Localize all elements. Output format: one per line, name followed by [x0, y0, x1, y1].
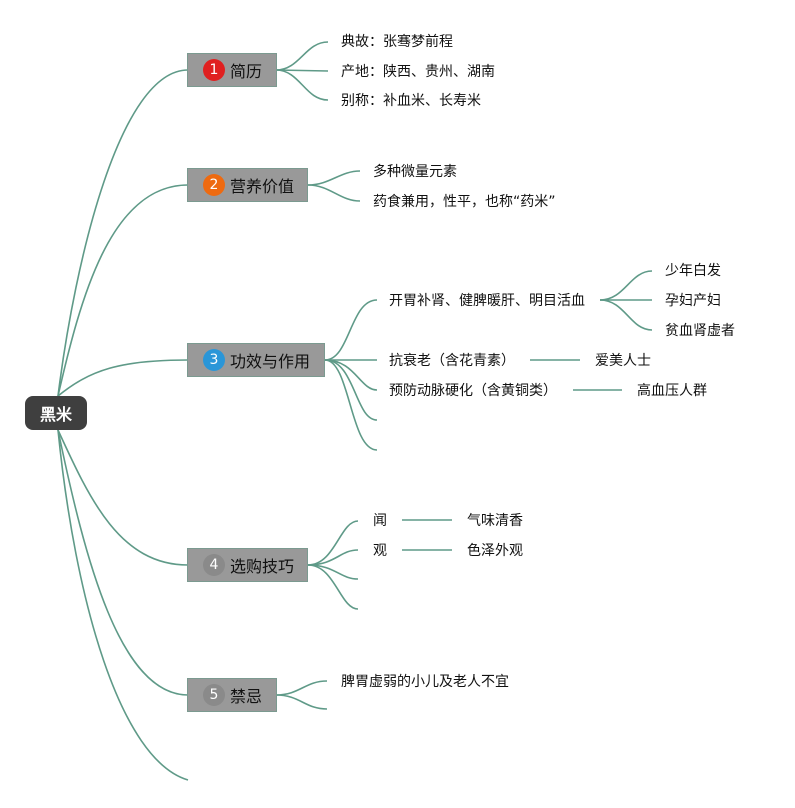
branch-label-5: 禁忌 [230, 687, 263, 706]
leaf-1-2[interactable]: 产地：陕西、贵州、湖南 [341, 64, 495, 80]
leaf-4-1[interactable]: 闻 [373, 513, 387, 529]
leaf-4-2[interactable]: 观 [373, 543, 387, 559]
branch-node-3[interactable]: 3 功效与作用 [187, 343, 325, 377]
number-badge-1: 1 [203, 59, 225, 81]
leaf-3-2[interactable]: 抗衰老（含花青素） [389, 353, 515, 369]
leaf-3-1[interactable]: 开胃补肾、健脾暖肝、明目活血 [389, 293, 585, 309]
leaf-2-2[interactable]: 药食兼用，性平，也称“药米” [373, 194, 556, 210]
leaf-3-1-2[interactable]: 孕妇产妇 [665, 293, 721, 309]
branch-node-1[interactable]: 1 简历 [187, 53, 277, 87]
number-badge-4: 4 [203, 554, 225, 576]
root-node[interactable]: 黑米 [25, 396, 87, 430]
number-badge-5: 5 [203, 684, 225, 706]
leaf-3-2-1[interactable]: 爱美人士 [595, 353, 651, 369]
leaf-3-1-1[interactable]: 少年白发 [665, 263, 721, 279]
root-label: 黑米 [39, 405, 72, 424]
leaf-2-1[interactable]: 多种微量元素 [373, 164, 457, 180]
leaf-5-1[interactable]: 脾胃虚弱的小儿及老人不宜 [341, 674, 509, 690]
branch-label-4: 选购技巧 [230, 557, 295, 576]
branch-label-3: 功效与作用 [230, 352, 311, 371]
number-badge-3: 3 [203, 349, 225, 371]
leaf-1-3[interactable]: 别称：补血米、长寿米 [341, 93, 481, 109]
leaf-3-1-3[interactable]: 贫血肾虚者 [665, 323, 735, 339]
leaf-3-3[interactable]: 预防动脉硬化（含黄铜类） [389, 383, 557, 399]
branch-label-2: 营养价值 [230, 177, 295, 196]
branch-node-5[interactable]: 5 禁忌 [187, 678, 277, 712]
branch-node-4[interactable]: 4 选购技巧 [187, 548, 308, 582]
leaf-4-2-1[interactable]: 色泽外观 [467, 543, 523, 559]
leaf-4-1-1[interactable]: 气味清香 [467, 513, 523, 529]
number-badge-2: 2 [203, 174, 225, 196]
branch-node-2[interactable]: 2 营养价值 [187, 168, 308, 202]
leaf-1-1[interactable]: 典故：张骞梦前程 [341, 34, 453, 50]
branch-label-1: 简历 [230, 62, 263, 81]
leaf-3-3-1[interactable]: 高血压人群 [637, 383, 707, 399]
